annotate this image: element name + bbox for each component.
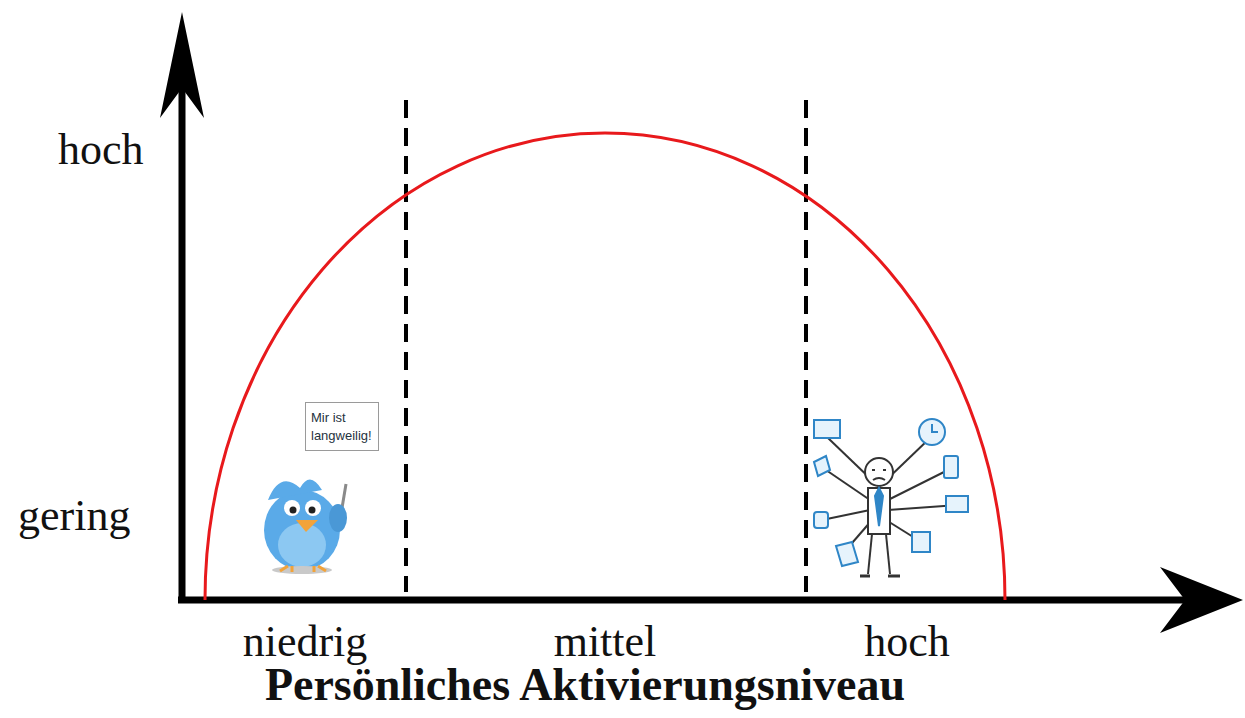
y-axis xyxy=(179,40,186,600)
axis-label: mittel xyxy=(554,620,657,664)
stressed-person xyxy=(814,419,968,576)
sign-text: Mir ist langweilig! xyxy=(311,409,373,444)
axis-title: Persönliches Aktivierungsniveau xyxy=(265,662,905,708)
y-arrowhead xyxy=(160,12,204,118)
bored-bird xyxy=(264,479,347,574)
performance-curve xyxy=(205,133,1005,600)
dashed-divider xyxy=(804,100,808,592)
dashed-divider xyxy=(404,100,408,592)
axis-label: gering xyxy=(18,494,130,538)
axis-label: niedrig xyxy=(243,620,368,664)
x-axis xyxy=(178,597,1200,604)
x-arrowhead xyxy=(1160,567,1243,633)
axis-label: hoch xyxy=(58,128,144,172)
sign-board: Mir ist langweilig! xyxy=(305,402,379,451)
axis-label: hoch xyxy=(864,620,950,664)
